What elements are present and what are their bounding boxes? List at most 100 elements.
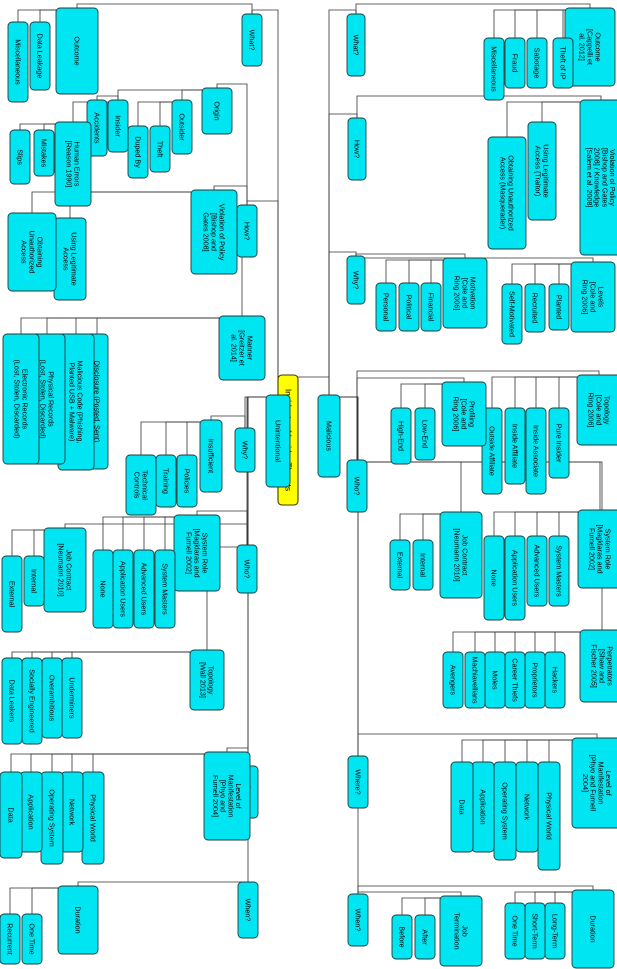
node-label: Theft bbox=[156, 141, 165, 157]
node-label-line: Fraud bbox=[511, 54, 520, 73]
node-m-how: How? bbox=[347, 117, 367, 181]
node-u-manner: Manner[Greitzer etal. 2014] bbox=[218, 315, 266, 381]
node-label: Operating System bbox=[501, 782, 510, 840]
node-label-line: Access (Masquerader) bbox=[499, 157, 508, 229]
node-u-legit: Using LegitimateAccess bbox=[53, 217, 87, 301]
node-label: Accidents bbox=[93, 112, 102, 144]
node-box bbox=[548, 407, 570, 479]
node-u-dataleakers: Data Leakers bbox=[1, 657, 23, 745]
node-m-machiavellians: Machiavellians bbox=[464, 651, 486, 709]
node-box bbox=[579, 629, 617, 703]
node-m-legit: Using LegitimateAccess (Traitor) bbox=[527, 121, 557, 221]
node-u-network: Network bbox=[60, 771, 84, 853]
node-label: Operating System bbox=[48, 789, 57, 847]
node-m-application: Application bbox=[471, 761, 495, 853]
node-label-line: [Greitzer et bbox=[238, 330, 247, 366]
node-label: Level ofManifestation[Phyo and Furnell20… bbox=[581, 755, 613, 812]
node-label: Application Users bbox=[511, 550, 520, 606]
node-label: Duration bbox=[589, 915, 598, 942]
node-label: Violation of Policy[Bishop andGates 2008… bbox=[202, 204, 227, 261]
node-label: Data bbox=[7, 807, 16, 822]
node-label-line: Miscellaneous bbox=[14, 39, 23, 85]
node-label: Personal bbox=[382, 293, 391, 322]
node-box bbox=[176, 454, 198, 508]
node-label: Network bbox=[523, 794, 532, 821]
node-box bbox=[125, 454, 157, 516]
node-box bbox=[414, 914, 436, 960]
node-label-line: Furnell 2002] bbox=[588, 528, 597, 570]
connector-u_topology-u_dataleakers bbox=[11, 650, 208, 658]
node-label-line: Unintentional bbox=[274, 420, 283, 462]
node-label-line: System Role bbox=[603, 529, 612, 570]
node-m-jobcontract: Job Contract[Neumann 2010] bbox=[439, 511, 483, 599]
node-label-line: Where? bbox=[354, 769, 363, 794]
node-label: High-End bbox=[397, 421, 406, 451]
node-label-line: Ring 2006] bbox=[581, 280, 590, 315]
node-label: Job Contract[Neumann 2010] bbox=[57, 543, 74, 596]
node-label-line: Who? bbox=[353, 477, 362, 496]
connector-u_how-u_origin bbox=[216, 83, 248, 205]
node-label-line: [Neumann 2010] bbox=[453, 528, 462, 581]
node-label-line: [Neumann 2010] bbox=[57, 543, 66, 596]
node-label-line: Gates 2008] bbox=[202, 212, 211, 251]
node-box bbox=[579, 99, 617, 256]
node-label-line: Self-Motivated bbox=[508, 291, 517, 337]
node-label: Motivation[Cole andRing 2006] bbox=[453, 276, 478, 311]
node-label-line: Outcome bbox=[593, 32, 602, 61]
node-box bbox=[55, 7, 99, 95]
node-u-external: External bbox=[1, 555, 23, 633]
node-m-why: Why? bbox=[346, 255, 366, 305]
node-label-line: Operating System bbox=[48, 789, 57, 847]
node-label: When? bbox=[244, 899, 253, 922]
node-label-line: Data bbox=[458, 799, 467, 814]
node-label-line: Data Leakage bbox=[36, 34, 45, 79]
node-u-humanerr: Human Errors[Reason 1990] bbox=[54, 121, 92, 207]
node-label-line: Manner bbox=[245, 336, 254, 361]
node-label: Underminers bbox=[68, 677, 77, 719]
node-label-line: Data Leakers bbox=[8, 680, 17, 723]
node-label: Using LegitimateAccess (Traitor) bbox=[534, 144, 551, 198]
node-box bbox=[527, 121, 557, 221]
node-m-proprietors: Proprietors bbox=[524, 651, 546, 709]
node-label: Advanced Users bbox=[140, 563, 149, 616]
node-box bbox=[398, 282, 420, 332]
node-label-line: Policies bbox=[183, 469, 192, 494]
node-label-line: System Masters bbox=[555, 545, 564, 597]
node-u-recurrent: Recurrent bbox=[0, 913, 21, 965]
node-label-line: [Magklaras and bbox=[193, 528, 202, 577]
node-label: Policies bbox=[183, 469, 192, 494]
node-label: Proprietors bbox=[531, 662, 540, 698]
node-label: Levels[Cole andRing 2006] bbox=[581, 280, 606, 315]
node-label-line: Advanced Users bbox=[533, 545, 542, 598]
node-label-line: Controls bbox=[133, 472, 142, 499]
node-box bbox=[487, 136, 527, 250]
node-u-appusers: Application Users bbox=[112, 549, 134, 629]
node-label: Hackers bbox=[551, 667, 560, 694]
node-label-line: Using Legitimate bbox=[541, 144, 550, 198]
node-box bbox=[464, 651, 486, 709]
node-label-line: Why? bbox=[352, 271, 361, 289]
node-u-when: When? bbox=[237, 881, 259, 939]
node-box bbox=[347, 117, 367, 181]
node-box bbox=[21, 913, 43, 965]
node-label: What? bbox=[248, 30, 257, 51]
node-box bbox=[442, 257, 488, 329]
node-label-line: Profiling bbox=[467, 401, 476, 427]
node-u-underminers: Underminers bbox=[61, 657, 83, 739]
connector-m_how-m_violation bbox=[356, 95, 602, 118]
node-box bbox=[9, 129, 31, 185]
node-label-line: Overambitious bbox=[48, 675, 57, 722]
node-box bbox=[1, 555, 23, 633]
node-label-line: Training bbox=[162, 468, 171, 494]
node-label: Recurrent bbox=[6, 923, 15, 955]
node-u-outcome: Outcome bbox=[55, 7, 99, 95]
node-label: Recruited bbox=[531, 293, 540, 324]
node-label-line: Who? bbox=[243, 560, 252, 579]
node-label-line: Network bbox=[523, 794, 532, 821]
node-m-what: What? bbox=[346, 13, 366, 77]
node-label-line: Internal bbox=[30, 569, 39, 593]
node-label: System Masters bbox=[555, 545, 564, 597]
node-label: Avengers bbox=[449, 665, 458, 696]
node-label-line: Operating System bbox=[501, 782, 510, 840]
